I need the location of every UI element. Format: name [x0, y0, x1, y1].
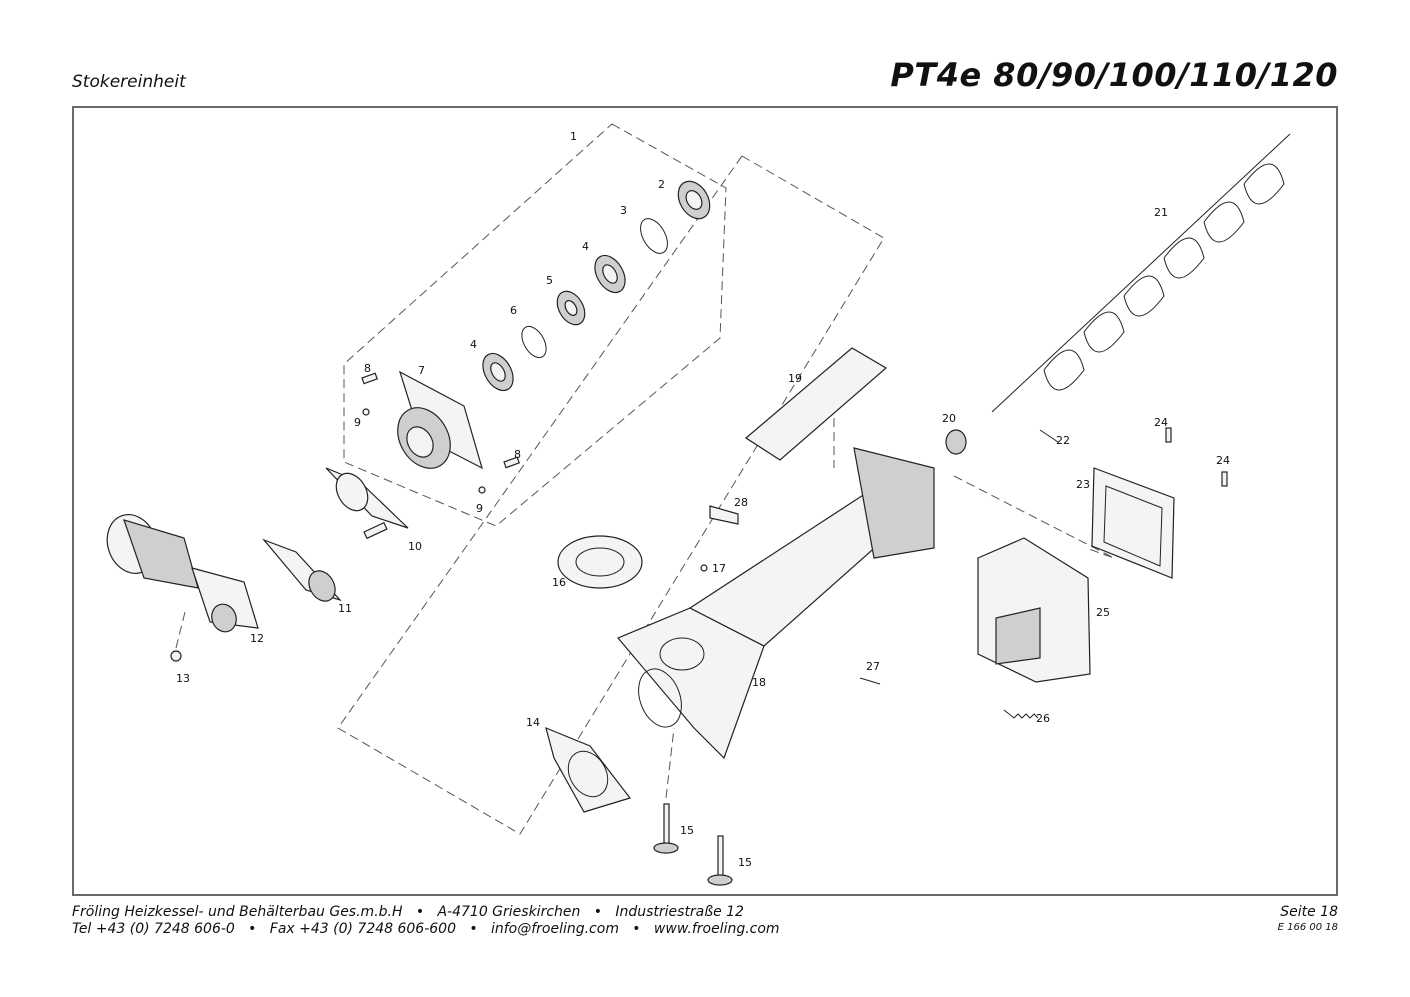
section-title: Stokereinheit: [72, 72, 186, 92]
part-14-gasket: [545, 726, 632, 813]
callout-17: 17: [712, 562, 726, 575]
callout-16: 16: [552, 576, 566, 589]
footer-page-info: Seite 18 E 166 00 18: [1278, 904, 1338, 935]
part-11-coupling: [262, 538, 342, 602]
part-15-foot-right: [707, 835, 733, 886]
exploded-view-frame: 1 2 3 4 5 6 4 7 8 9 8 9 10 11 12 13 14 1…: [72, 106, 1338, 896]
part-4-bearing-upper: [594, 254, 626, 294]
part-12-gear-motor: [106, 514, 259, 633]
part-19-cover: [744, 347, 888, 461]
callout-1: 1: [570, 130, 577, 143]
part-18-stoker-trough: [617, 447, 935, 760]
part-9-screw-upper: [362, 408, 370, 416]
part-6-circlip: [521, 325, 547, 359]
callout-25: 25: [1096, 606, 1110, 619]
leader-feet: [665, 727, 675, 799]
footer-company-line: Fröling Heizkessel- und Behälterbau Ges.…: [72, 904, 744, 920]
part-25-insulation: [977, 537, 1091, 683]
part-15-foot-left: [653, 803, 679, 854]
callout-15b: 15: [738, 856, 752, 869]
callout-5: 5: [546, 274, 553, 287]
part-23-mounting-plate: [1091, 467, 1175, 579]
part-10-flange-shaft: [325, 467, 409, 540]
part-27-pin: [859, 677, 881, 685]
callout-21: 21: [1154, 206, 1168, 219]
callout-3: 3: [620, 204, 627, 217]
callout-2: 2: [658, 178, 665, 191]
part-8-plate-upper: [361, 372, 378, 385]
callout-24a: 24: [1154, 416, 1168, 429]
callout-26: 26: [1036, 712, 1050, 725]
part-24-pin-lower: [1221, 471, 1228, 487]
callout-24b: 24: [1216, 454, 1230, 467]
part-7-bearing-housing: [397, 370, 483, 470]
part-20-bush: [945, 429, 967, 455]
callout-22: 22: [1056, 434, 1070, 447]
leader-12-13: [175, 607, 187, 649]
callout-18: 18: [752, 676, 766, 689]
stoker-group-outline: [337, 155, 885, 835]
callout-13: 13: [176, 672, 190, 685]
callout-4b: 4: [470, 338, 477, 351]
part-3-ring: [640, 218, 668, 254]
cover-group-outline: [953, 475, 1115, 559]
part-24-pin-upper: [1165, 427, 1172, 443]
callout-7: 7: [418, 364, 425, 377]
part-9-screw-lower: [478, 486, 486, 494]
callout-8a: 8: [364, 362, 371, 375]
callout-14: 14: [526, 716, 540, 729]
part-28-clip: [709, 505, 739, 525]
exploded-view-diagram: 1 2 3 4 5 6 4 7 8 9 8 9 10 11 12 13 14 1…: [106, 123, 1291, 886]
part-5-bush: [556, 290, 586, 326]
part-26-spring: [1003, 709, 1039, 719]
callout-23: 23: [1076, 478, 1090, 491]
page-number: Seite 18: [1280, 904, 1338, 920]
part-4-bearing-lower: [482, 352, 514, 392]
callout-6: 6: [510, 304, 517, 317]
callout-10: 10: [408, 540, 422, 553]
callout-9a: 9: [354, 416, 361, 429]
callout-11: 11: [338, 602, 352, 615]
callout-4a: 4: [582, 240, 589, 253]
footer-address: Fröling Heizkessel- und Behälterbau Ges.…: [72, 904, 780, 938]
callout-12: 12: [250, 632, 264, 645]
callout-28: 28: [734, 496, 748, 509]
bearing-group-outline: [343, 123, 727, 527]
part-21-auger: [991, 133, 1291, 413]
callout-8b: 8: [514, 448, 521, 461]
callout-20: 20: [942, 412, 956, 425]
footer-contact-line: Tel +43 (0) 7248 606-0 • Fax +43 (0) 724…: [72, 921, 780, 937]
part-22-pin: [1039, 429, 1059, 443]
callout-19: 19: [788, 372, 802, 385]
part-8-plate-lower: [503, 456, 520, 469]
part-17-screw: [700, 564, 708, 572]
part-2-bearing: [677, 180, 711, 220]
part-16-ring-gasket: [557, 535, 643, 589]
callout-27: 27: [866, 660, 880, 673]
callout-15a: 15: [680, 824, 694, 837]
document-code: E 166 00 18: [1277, 922, 1338, 933]
part-13-washer: [170, 650, 182, 662]
model-title: PT4e 80/90/100/110/120: [890, 56, 1338, 94]
callout-9b: 9: [476, 502, 483, 515]
